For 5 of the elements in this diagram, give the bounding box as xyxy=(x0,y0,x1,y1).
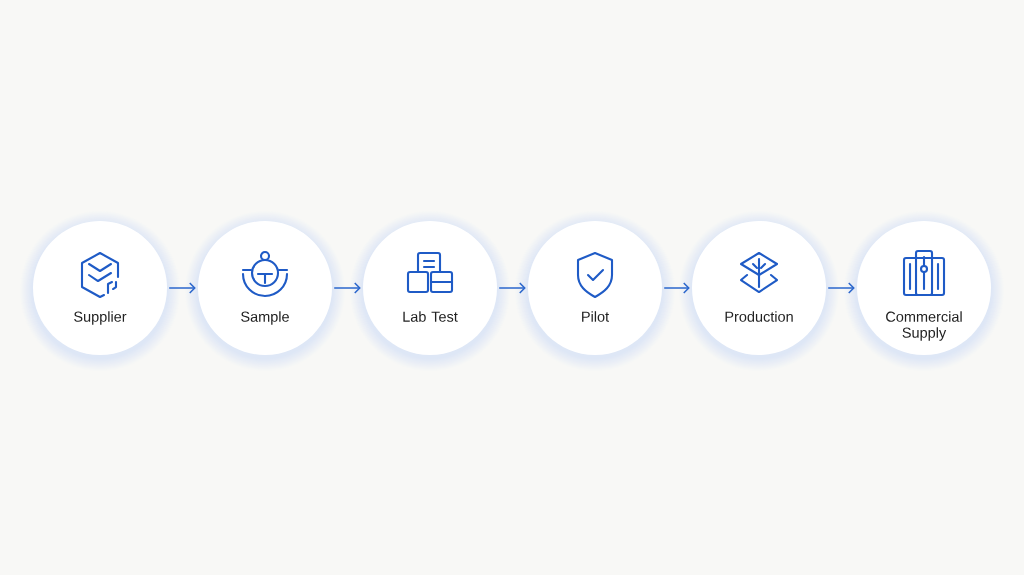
arrow xyxy=(498,282,526,294)
arrow xyxy=(827,282,855,294)
arrow xyxy=(168,282,196,294)
arrow xyxy=(663,282,690,294)
arrow xyxy=(333,282,361,294)
